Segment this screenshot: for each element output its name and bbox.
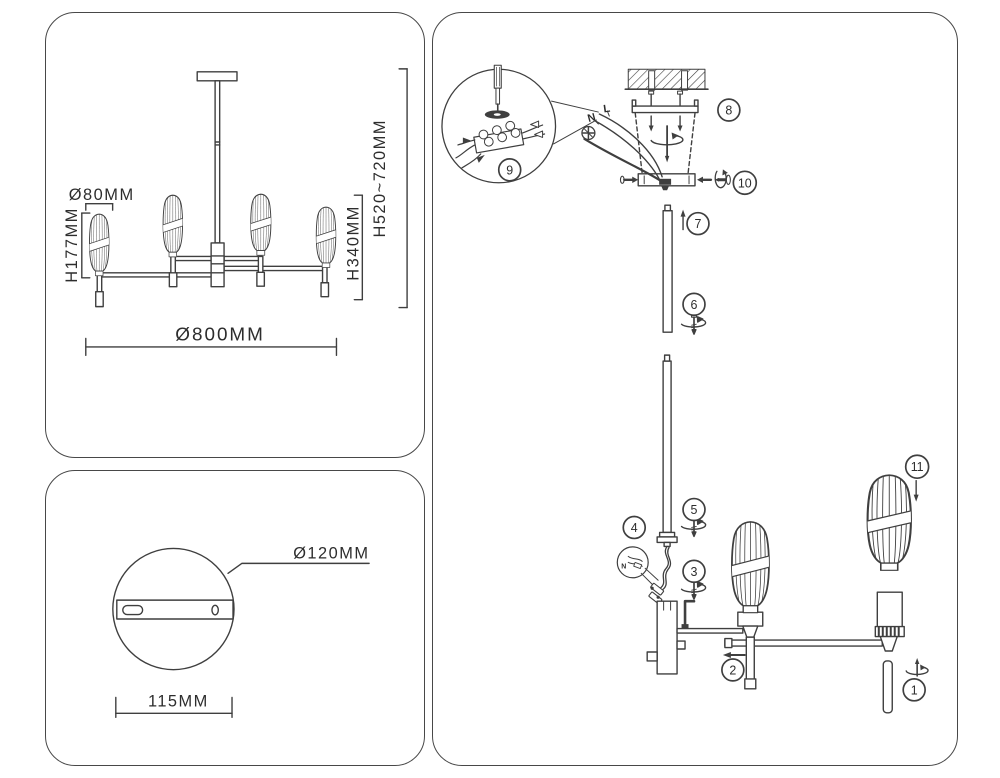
svg-text:3: 3 bbox=[691, 565, 698, 579]
label-fixture-height: H340MM bbox=[344, 205, 362, 281]
dimension-shade-diameter bbox=[85, 202, 114, 211]
slide-arrow-step2 bbox=[722, 651, 746, 658]
step-badge-10: 10 bbox=[732, 170, 758, 196]
label-shade-diameter: Ø80MM bbox=[69, 186, 135, 204]
slot-hole bbox=[122, 604, 144, 616]
central-hub bbox=[210, 242, 225, 288]
mounting-bar bbox=[116, 599, 234, 620]
dimension-fixture-height bbox=[353, 194, 364, 301]
canopy-side-screw-left bbox=[619, 175, 639, 184]
label-overall-diameter: Ø800MM bbox=[175, 324, 265, 345]
dimension-bracket-length bbox=[115, 696, 233, 719]
assembly-drawing: N L N 1 2 3 4 5 bbox=[441, 64, 957, 714]
label-canopy-diameter: Ø120MM bbox=[293, 544, 369, 562]
wire-label-neutral: N bbox=[586, 111, 597, 125]
panel-canopy-dimensions: Ø120MM 115MM bbox=[45, 470, 425, 766]
detail-circle-terminal bbox=[441, 64, 599, 184]
rotation-arrow-canopy bbox=[650, 125, 684, 163]
label-shade-height: H177MM bbox=[63, 207, 81, 283]
insert-arrow-step7 bbox=[680, 209, 686, 231]
wire-label-detail-neutral: N bbox=[621, 563, 626, 570]
ceiling-hatch bbox=[624, 68, 709, 91]
lamp-shade bbox=[308, 207, 344, 267]
svg-text:1: 1 bbox=[911, 683, 918, 697]
lamp-shade bbox=[155, 195, 191, 257]
panel-front-view-dimensions: Ø80MM H177MM H340MM H520~720MM Ø800MM bbox=[45, 12, 425, 458]
svg-text:4: 4 bbox=[631, 521, 638, 535]
svg-text:11: 11 bbox=[911, 460, 924, 474]
lamp-shade bbox=[716, 522, 785, 613]
step-badge-4: 4 bbox=[622, 515, 647, 540]
leader-line bbox=[227, 562, 370, 574]
svg-text:9: 9 bbox=[506, 163, 513, 177]
lamp-shade bbox=[242, 194, 279, 255]
step-badge-6: 6 bbox=[682, 292, 706, 317]
drop-arrow-step11 bbox=[913, 479, 919, 502]
step-badge-5: 5 bbox=[682, 497, 706, 522]
rotation-arrow-step1 bbox=[905, 657, 929, 677]
svg-text:5: 5 bbox=[691, 503, 698, 517]
label-overall-height: H520~720MM bbox=[371, 119, 389, 237]
step-badge-7: 7 bbox=[686, 211, 710, 236]
detail-circle-wiring bbox=[616, 546, 659, 585]
rotation-screw-step6 bbox=[680, 312, 707, 336]
bracket-screw bbox=[648, 90, 684, 106]
hex-key-icon bbox=[681, 599, 696, 632]
step-badge-8: 8 bbox=[717, 98, 741, 122]
dimension-overall-height bbox=[398, 68, 408, 309]
screw-hole bbox=[211, 604, 220, 616]
canopy-side-screw-right bbox=[696, 169, 731, 189]
dimension-shade-height bbox=[81, 212, 91, 279]
rod-wire-pigtail bbox=[648, 545, 672, 605]
svg-text:7: 7 bbox=[695, 217, 702, 231]
hub-body bbox=[646, 600, 686, 675]
lower-rod bbox=[656, 354, 678, 548]
step-badge-11: 11 bbox=[904, 454, 930, 480]
mid-lamp-assembly bbox=[716, 522, 785, 690]
canopy-drawing: Ø120MM 115MM bbox=[112, 544, 370, 719]
wire-label-live: L bbox=[603, 103, 612, 116]
canopy-outline-dashed bbox=[634, 112, 696, 175]
svg-text:6: 6 bbox=[691, 298, 698, 312]
hanging-bolt bbox=[648, 115, 683, 132]
down-rod bbox=[214, 80, 221, 244]
lamp-shade bbox=[849, 475, 930, 570]
step-badge-1: 1 bbox=[902, 678, 926, 702]
mounting-bracket bbox=[631, 90, 699, 132]
dimension-overall-diameter bbox=[85, 337, 338, 357]
step-badge-3: 3 bbox=[682, 559, 706, 584]
lamp-shade bbox=[81, 214, 117, 276]
panel-assembly-steps: N L N 1 2 3 4 5 bbox=[432, 12, 958, 766]
front-view-drawing: Ø80MM H177MM H340MM H520~720MM Ø800MM bbox=[63, 68, 408, 357]
candle-sleeve bbox=[882, 660, 893, 714]
mains-wires bbox=[583, 113, 664, 183]
terminal-block-icon bbox=[473, 120, 525, 154]
upper-rod bbox=[662, 204, 673, 333]
svg-text:8: 8 bbox=[725, 104, 732, 118]
label-bracket-length: 115MM bbox=[148, 692, 209, 710]
socket-assembly bbox=[874, 591, 905, 652]
step-badge-9: 9 bbox=[497, 158, 522, 182]
ground-icon bbox=[581, 125, 596, 141]
step-badge-2: 2 bbox=[721, 658, 745, 682]
svg-text:2: 2 bbox=[729, 663, 736, 677]
upper-arm bbox=[676, 627, 744, 634]
svg-text:10: 10 bbox=[738, 176, 752, 190]
ceiling-plate bbox=[196, 71, 238, 82]
wire-connector bbox=[659, 178, 672, 185]
